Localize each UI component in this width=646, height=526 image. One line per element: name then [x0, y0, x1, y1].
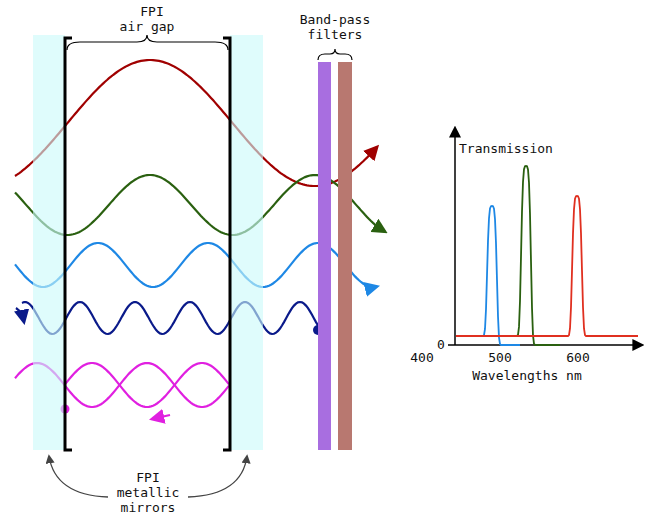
axis-zero: 0 — [437, 337, 445, 352]
left-mirror — [65, 38, 72, 450]
mirror-leader-right — [188, 456, 247, 497]
brown-filter — [338, 62, 352, 450]
navy-arrow — [16, 308, 24, 322]
mirror-label: FPI metallic mirrors — [111, 470, 185, 515]
axis-title: Transmission — [459, 141, 553, 156]
y-axis — [454, 128, 456, 345]
tick-label: 600 — [561, 350, 595, 365]
right-glass — [230, 35, 263, 450]
axis-title: Wavelengths nm — [462, 368, 592, 383]
magenta-arrow — [152, 415, 170, 419]
magenta-wave-a — [65, 363, 229, 407]
mirror-leader-left — [49, 456, 108, 497]
blue-peak — [456, 206, 520, 345]
gap-brace — [67, 35, 228, 50]
violet-filter — [318, 62, 331, 450]
red-peak — [456, 196, 638, 336]
tick-label: 500 — [483, 350, 517, 365]
right-mirror — [223, 38, 230, 450]
filter-label: Band-pass filters — [293, 12, 377, 42]
filter-brace — [318, 49, 352, 60]
green-peak — [456, 166, 560, 345]
gap-label: FPI air gap — [118, 4, 176, 34]
left-glass — [33, 35, 65, 450]
tick-label: 400 — [405, 350, 439, 365]
magenta-wave-b — [65, 363, 229, 407]
